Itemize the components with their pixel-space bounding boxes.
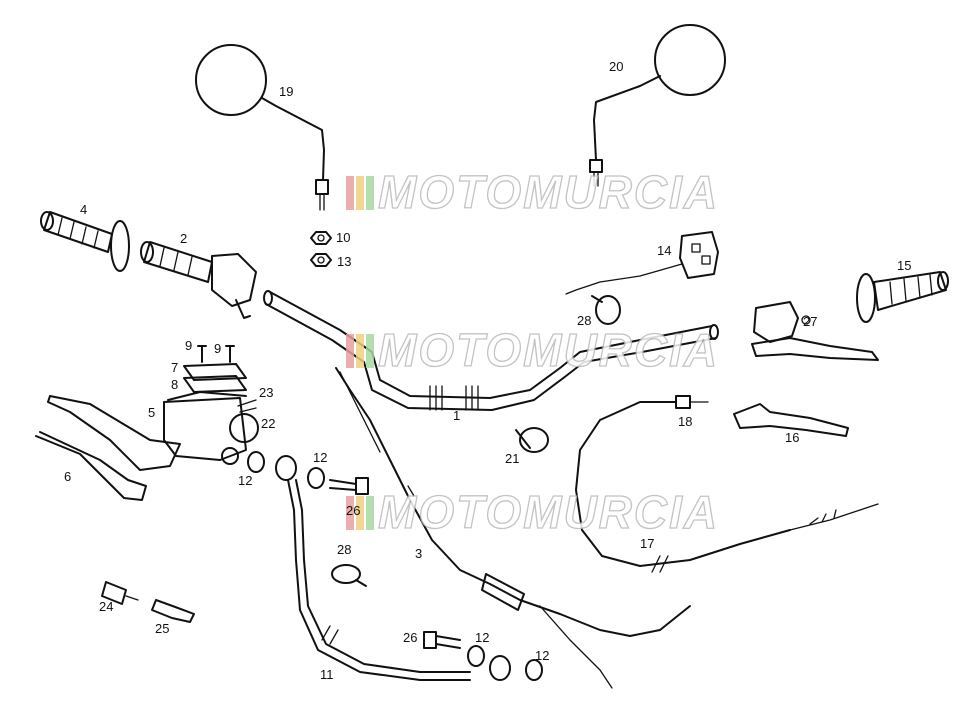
left-mirror	[195, 44, 329, 211]
label-part-1: 1	[453, 408, 460, 423]
watermark-text: MOTOMURCIA	[378, 324, 719, 376]
watermark-stripe-1	[346, 334, 354, 368]
brake-hose	[275, 455, 511, 681]
brake-switch-22-23	[237, 399, 257, 413]
watermark-stripe-2	[356, 496, 364, 530]
watermark-stripe-1	[346, 496, 354, 530]
watermark-bottom: MOTOMURCIA	[346, 485, 719, 539]
label-part-7: 7	[171, 360, 178, 375]
right-grip	[856, 271, 949, 323]
part-labels: 1 2 3 4 5 6 7 8 9 9 10 11 12 12 12 12 13…	[64, 59, 911, 682]
label-part-11: 11	[320, 667, 334, 682]
label-part-9b: 9	[214, 341, 221, 356]
clutch-cable	[575, 395, 879, 573]
label-part-6: 6	[64, 469, 71, 484]
label-part-14: 14	[657, 243, 671, 258]
clamp-21	[515, 427, 549, 453]
label-part-12d: 12	[535, 648, 549, 663]
switch-assembly	[565, 231, 719, 295]
label-part-27: 27	[803, 314, 817, 329]
watermark-stripe-2	[356, 334, 364, 368]
label-part-8: 8	[171, 377, 178, 392]
right-lever	[733, 403, 849, 437]
bolt-26-upper	[329, 477, 369, 495]
watermark-stripe-1	[346, 176, 354, 210]
clutch-lever-assembly	[751, 301, 879, 361]
watermark-middle: MOTOMURCIA	[346, 323, 719, 377]
label-part-2: 2	[180, 231, 187, 246]
label-part-18: 18	[678, 414, 692, 429]
throttle-grip	[140, 241, 257, 319]
label-part-5: 5	[148, 405, 155, 420]
watermark-stripe-3	[366, 334, 374, 368]
label-part-20: 20	[609, 59, 623, 74]
nut-10	[310, 231, 332, 245]
label-part-4: 4	[80, 202, 87, 217]
watermark-text: MOTOMURCIA	[378, 166, 719, 218]
washer-12d	[525, 659, 543, 681]
brake-master-cylinder	[35, 391, 259, 501]
label-part-25: 25	[155, 621, 169, 636]
watermark-stripe-2	[356, 176, 364, 210]
label-part-26a: 26	[346, 503, 360, 518]
label-part-15: 15	[897, 258, 911, 273]
label-part-28b: 28	[337, 542, 351, 557]
label-part-16: 16	[785, 430, 799, 445]
label-part-24: 24	[99, 599, 113, 614]
label-part-23: 23	[259, 385, 273, 400]
washer-12a	[247, 451, 265, 473]
label-part-9a: 9	[185, 338, 192, 353]
label-part-19: 19	[279, 84, 293, 99]
label-part-10: 10	[336, 230, 350, 245]
label-part-28a: 28	[577, 313, 591, 328]
bolt-26-lower	[423, 631, 461, 649]
label-part-13: 13	[337, 254, 351, 269]
washer-12c	[467, 645, 485, 667]
label-part-26b: 26	[403, 630, 417, 645]
plug-25	[151, 599, 195, 623]
throttle-cable	[335, 367, 691, 689]
clamp-28-lower	[331, 564, 367, 587]
screws-9	[197, 345, 235, 363]
label-part-12c: 12	[475, 630, 489, 645]
switch-24	[101, 581, 139, 605]
label-part-3: 3	[415, 546, 422, 561]
watermark-stripe-3	[366, 176, 374, 210]
watermark-stripe-3	[366, 496, 374, 530]
left-grip	[40, 211, 130, 272]
clamp-28-upper	[591, 295, 621, 325]
reservoir-cover	[183, 363, 247, 393]
label-part-22: 22	[261, 416, 275, 431]
washer-12b	[307, 467, 325, 489]
right-mirror	[589, 24, 726, 187]
nut-13	[310, 253, 332, 267]
label-part-12b: 12	[313, 450, 327, 465]
label-part-17: 17	[640, 536, 654, 551]
label-part-12a: 12	[238, 473, 252, 488]
watermark-text: MOTOMURCIA	[378, 486, 719, 538]
label-part-21: 21	[505, 451, 519, 466]
watermark-top: MOTOMURCIA	[346, 165, 719, 219]
